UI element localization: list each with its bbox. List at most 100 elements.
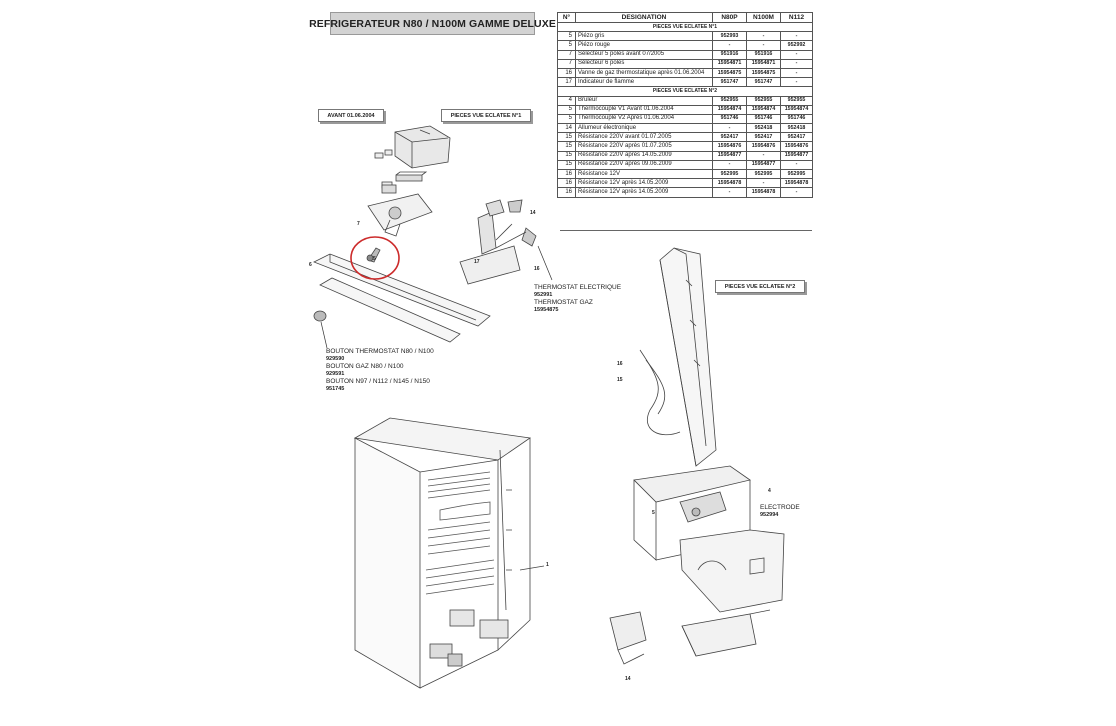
caption-buttons: BOUTON THERMOSTAT N80 / N100 929590 BOUT…: [326, 348, 434, 393]
cell-designation: Allumeur électronique: [575, 123, 713, 134]
cell-designation: Sélecteur 6 poles: [575, 58, 713, 69]
cell-n100m: 15954877: [746, 159, 781, 171]
cell-n100m: 15954874: [746, 104, 781, 115]
table-header-row: N° DESIGNATION N80P N100M N112: [557, 12, 813, 23]
callout-1: 1: [546, 562, 549, 568]
table-section-row: PIECES VUE ECLATEE N°1: [557, 21, 813, 33]
cell-n80p: 15954878: [712, 178, 747, 189]
cell-n112: -: [780, 49, 813, 60]
callout-17: 17: [474, 259, 480, 265]
cell-number: 16: [557, 187, 576, 198]
cell-n100m: 951747: [746, 77, 781, 88]
callout-16b: 16: [617, 361, 623, 367]
cell-designation: Indicateur de flamme: [575, 77, 713, 88]
cell-n112: 15954878: [780, 178, 813, 189]
caption-bouton-thermostat: BOUTON THERMOSTAT N80 / N100: [326, 348, 434, 355]
cell-number: 4: [557, 95, 576, 106]
cell-n100m: 15954875: [746, 67, 781, 79]
callout-16a: 16: [534, 266, 540, 272]
cell-n112: 952955: [780, 95, 813, 106]
parts-table: N° DESIGNATION N80P N100M N112 PIECES VU…: [557, 12, 813, 198]
cell-number: 7: [557, 49, 576, 60]
cell-number: 15: [557, 150, 576, 161]
cell-n80p: 952417: [712, 132, 747, 143]
cell-number: 14: [557, 123, 576, 134]
caption-electrode: ELECTRODE 952994: [760, 504, 800, 519]
header-number: N°: [557, 12, 576, 23]
cell-number: 15: [557, 159, 576, 171]
cell-n112: 952418: [780, 123, 813, 134]
cell-n80p: 15954876: [712, 141, 747, 152]
callout-4: 4: [768, 488, 771, 494]
cell-n80p: 952955: [712, 95, 747, 106]
cell-designation: Résistance 220V après 09.06.2009: [575, 159, 713, 171]
cell-designation: Thermocouple V2 Après 01.06.2004: [575, 113, 713, 125]
caption-thermostat-gaz-code: 15954875: [534, 306, 559, 313]
cell-designation: Sélecteur 5 poles avant 07/2005: [575, 49, 713, 60]
cell-n80p: 15954874: [712, 104, 747, 115]
cell-designation: Piézo rouge: [575, 40, 713, 51]
cell-n100m: -: [746, 31, 781, 42]
cell-n112: -: [780, 187, 813, 198]
caption-thermostat-gaz: THERMOSTAT GAZ: [534, 299, 593, 306]
cell-designation: Résistance 12V après 14.05.2009: [575, 178, 713, 189]
cell-n100m: 15954878: [746, 187, 781, 198]
cell-n112: -: [780, 31, 813, 42]
table-section-title: PIECES VUE ECLATEE N°1: [557, 21, 813, 33]
cell-n80p: -: [712, 187, 747, 198]
callout-15: 15: [617, 377, 623, 383]
cell-n80p: -: [712, 123, 747, 134]
cell-n112: 952995: [780, 168, 813, 180]
cell-designation: Bruleur: [575, 95, 713, 106]
cell-number: 16: [557, 168, 576, 180]
cell-n112: -: [780, 159, 813, 171]
cell-n112: -: [780, 58, 813, 69]
cell-n112: -: [780, 77, 813, 88]
caption-bouton-thermostat-code: 929590: [326, 355, 345, 362]
cell-number: 5: [557, 31, 576, 42]
cell-n100m: -: [746, 150, 781, 161]
cell-n100m: 951746: [746, 113, 781, 125]
cell-number: 5: [557, 104, 576, 115]
caption-bouton-n97: BOUTON N97 / N112 / N145 / N150: [326, 378, 430, 385]
cell-n80p: 15954871: [712, 58, 747, 69]
cell-n100m: -: [746, 40, 781, 51]
page-title: REFRIGERATEUR N80 / N100M GAMME DELUXE: [309, 12, 556, 35]
table-section-title: PIECES VUE ECLATEE N°2: [557, 86, 813, 97]
cell-number: 15: [557, 132, 576, 143]
cell-designation: Thermocouple V1 Avant 01.06.2004: [575, 104, 713, 115]
cell-n100m: 952417: [746, 132, 781, 143]
refrigerator-body-diagram: [353, 417, 545, 689]
cell-n80p: -: [712, 159, 747, 171]
highlight-circle: [350, 236, 400, 280]
cell-designation: Piézo gris: [575, 31, 713, 42]
cell-n80p: 951746: [712, 113, 747, 125]
header-n100m: N100M: [746, 12, 781, 23]
callout-5: 5: [373, 256, 376, 262]
cell-designation: Vanne de gaz thermostatique après 01.06.…: [575, 67, 713, 79]
cell-n112: 15954877: [780, 150, 813, 161]
cell-n112: 15954874: [780, 104, 813, 115]
cell-n112: 951746: [780, 113, 813, 125]
cell-number: 16: [557, 178, 576, 189]
cell-designation: Résistance 220V avant 01.07.2005: [575, 132, 713, 143]
caption-electrode-code: 952994: [760, 511, 779, 518]
cell-n80p: 951916: [712, 49, 747, 60]
cell-n80p: 15954877: [712, 150, 747, 161]
cell-designation: Résistance 12V: [575, 168, 713, 180]
cell-n80p: -: [712, 40, 747, 51]
cell-n112: 15954876: [780, 141, 813, 152]
